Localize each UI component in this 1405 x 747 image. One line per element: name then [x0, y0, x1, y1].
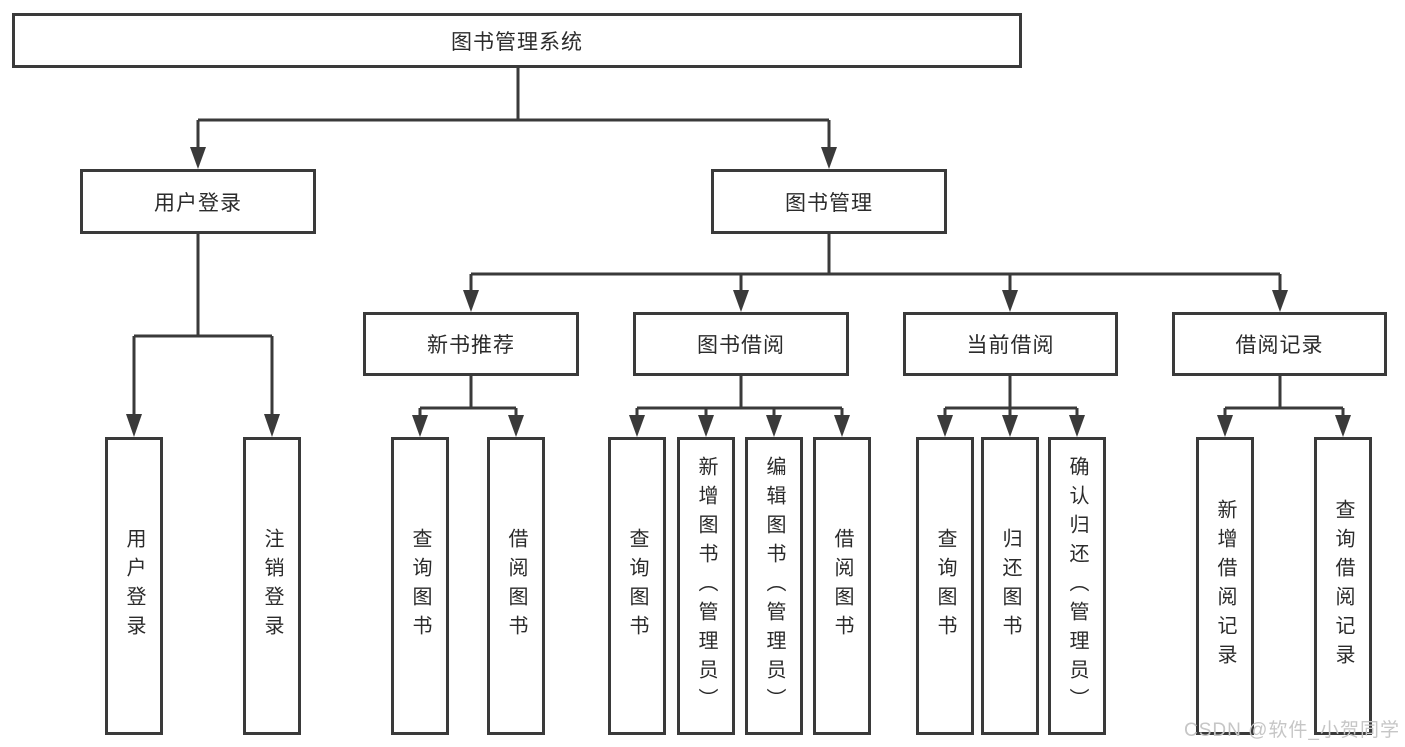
- leaf-return-book: 归还图书: [981, 437, 1039, 735]
- leaf-query-books-borrow: 查询图书: [608, 437, 666, 735]
- node-new-book-recommend: 新书推荐: [363, 312, 579, 376]
- node-current-borrow: 当前借阅: [903, 312, 1118, 376]
- connector-newbook-to-leaves: [418, 376, 518, 418]
- connector-bookborrow-to-leaves: [635, 376, 844, 418]
- leaf-query-books-current: 查询图书: [916, 437, 974, 735]
- node-user-login: 用户登录: [80, 169, 316, 234]
- node-book-borrow: 图书借阅: [633, 312, 849, 376]
- leaf-edit-book-admin: 编辑图书（管理员）: [745, 437, 803, 735]
- connector-borrowrecords-to-leaves: [1223, 376, 1345, 418]
- csdn-watermark: CSDN @软件_小贺同学: [1184, 720, 1400, 741]
- node-book-management: 图书管理: [711, 169, 947, 234]
- connector-bookmgmt-to-level3: [469, 234, 1282, 292]
- node-borrow-records: 借阅记录: [1172, 312, 1387, 376]
- leaf-borrow-books-recommend: 借阅图书: [487, 437, 545, 735]
- leaf-query-borrow-record: 查询借阅记录: [1314, 437, 1372, 735]
- connector-root-to-level2: [196, 67, 831, 149]
- connector-currentborrow-to-leaves: [943, 376, 1079, 418]
- arrowheads: [126, 147, 1351, 437]
- leaf-add-book-admin: 新增图书（管理员）: [677, 437, 735, 735]
- node-root: 图书管理系统: [12, 13, 1022, 68]
- connector-userlogin-to-leaves: [132, 234, 274, 416]
- leaf-query-books-recommend: 查询图书: [391, 437, 449, 735]
- leaf-borrow-books: 借阅图书: [813, 437, 871, 735]
- leaf-add-borrow-record: 新增借阅记录: [1196, 437, 1254, 735]
- leaf-logout: 注销登录: [243, 437, 301, 735]
- leaf-user-login: 用户登录: [105, 437, 163, 735]
- leaf-confirm-return-admin: 确认归还（管理员）: [1048, 437, 1106, 735]
